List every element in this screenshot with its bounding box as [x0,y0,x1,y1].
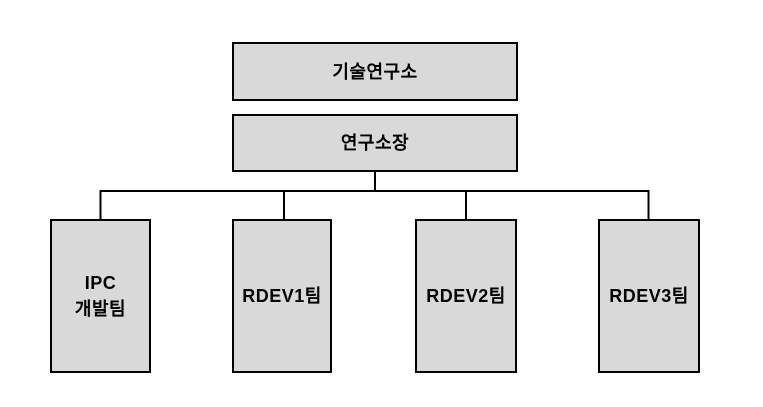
node-rdev1-team: RDEV1팀 [232,219,332,373]
node-label: 기술연구소 [332,61,418,82]
node-rdev2-team: RDEV2팀 [415,219,517,373]
node-research-director: 연구소장 [232,114,518,172]
node-label-line: 개발팀 [74,299,127,319]
node-label: RDEV3팀 [609,286,689,306]
node-label: 연구소장 [340,133,410,153]
node-ipc-dev-team: IPC 개발팀 [50,219,151,373]
node-rdev3-team: RDEV3팀 [598,219,700,373]
node-tech-research-institute: 기술연구소 [232,42,518,101]
node-label: RDEV1팀 [242,286,322,306]
node-label-line: IPC [84,273,117,293]
node-label: RDEV2팀 [426,286,506,306]
